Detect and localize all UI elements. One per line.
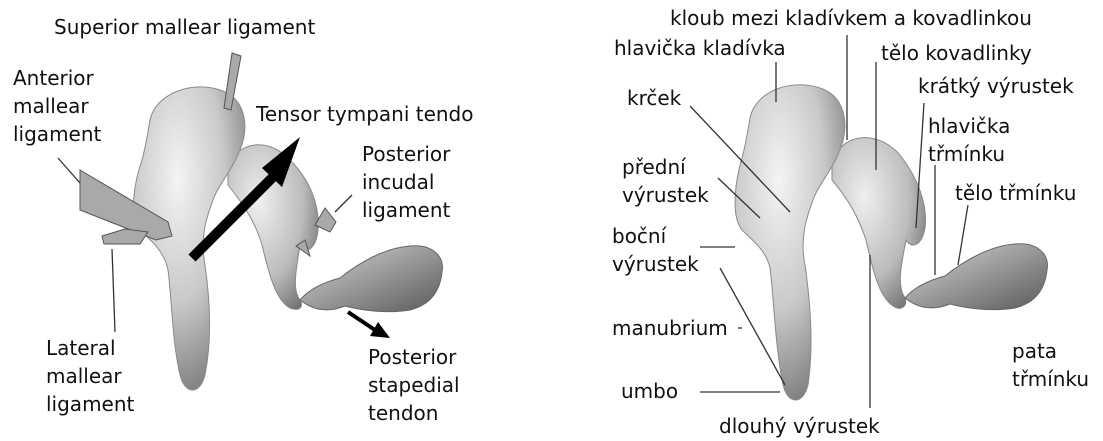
lateral-mallear-ligament-line-3: ligament <box>46 392 134 416</box>
umbo-label: umbo <box>621 379 678 403</box>
telo-trminku-leader <box>958 205 968 265</box>
right-incus <box>832 138 926 309</box>
posterior-incudal-ligament-line-1: Posterior <box>362 142 450 166</box>
pata-trminku-line-1: pata <box>1012 339 1057 363</box>
hlavicka-kladivka-label: hlavička kladívka <box>614 36 786 60</box>
tensor-tympani-tendo-label: Tensor tympani tendo <box>256 102 474 126</box>
lateral-mallear-leader <box>112 249 115 332</box>
predni-vyrustek-line-2: výrustek <box>622 183 709 207</box>
anterior-mallear-ligament-line-3: ligament <box>13 122 101 146</box>
right-stapes <box>905 244 1047 310</box>
lateral-mallear-ligament-line-2: mallear <box>46 364 122 388</box>
manubrium-label: manubrium <box>612 316 728 340</box>
anterior-mallear-ligament-line-1: Anterior <box>13 66 94 90</box>
posterior-stapedial-tendon-line-1: Posterior <box>368 345 456 369</box>
posterior-incudal-ligament-line-3: ligament <box>362 198 450 222</box>
hlavicka-trminku-line-2: třmínku <box>928 142 1005 166</box>
superior-mallear-ligament-shape <box>224 53 241 110</box>
anterior-mallear-ligament-line-2: mallear <box>13 94 89 118</box>
krcek-label: krček <box>627 86 681 110</box>
posterior-incudal-leader <box>335 195 352 212</box>
telo-trminku-label: tělo třmínku <box>955 181 1076 205</box>
posterior-stapedial-tendon-line-2: stapedial <box>368 373 460 397</box>
telo-kovadlinky-label: tělo kovadlinky <box>881 41 1032 65</box>
dlouhy-vyrustek-label: dlouhý výrustek <box>719 414 880 438</box>
kratky-vyrustek-label: krátký výrustek <box>918 74 1074 98</box>
bocni-vyrustek-line-1: boční <box>612 224 666 248</box>
bocni-vyrustek-line-2: výrustek <box>612 252 699 276</box>
lateral-mallear-ligament-shape <box>102 229 148 244</box>
posterior-incudal-ligament-line-2: incudal <box>362 170 434 194</box>
lateral-mallear-ligament-line-1: Lateral <box>46 336 116 360</box>
superior-mallear-ligament-label: Superior mallear ligament <box>54 15 315 39</box>
left-stapes <box>300 246 442 312</box>
predni-vyrustek-line-1: přední <box>622 155 686 179</box>
anterior-mallear-leader <box>58 158 80 183</box>
posterior-stapedial-tendon-line-3: tendon <box>368 401 438 425</box>
hlavicka-trminku-line-1: hlavička <box>928 114 1010 138</box>
right-malleus <box>735 85 845 400</box>
stapedial-arrow-shaft <box>348 312 375 330</box>
pata-trminku-line-2: třmínku <box>1012 367 1089 391</box>
left-malleus <box>134 87 245 390</box>
kloub-label: kloub mezi kladívkem a kovadlinkou <box>670 6 1032 30</box>
